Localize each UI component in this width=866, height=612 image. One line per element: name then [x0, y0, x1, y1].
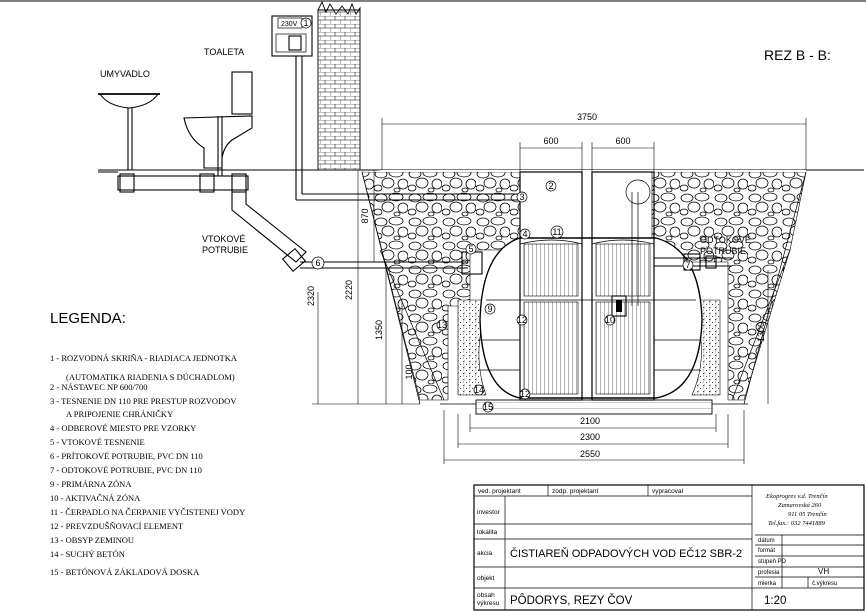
tb-akcia: akcia	[477, 550, 493, 557]
dim-total-top: 3750	[577, 112, 597, 122]
marker-13: 13	[437, 320, 447, 330]
wastewater-tank	[478, 171, 703, 401]
legend-item: (AUTOMATIKA RIADENIA S DÚCHADLOM)	[66, 372, 235, 382]
callout-markers: 2 3 4 5 6 7 9 10 11 12 13 14 15 12	[311, 180, 694, 413]
dim-neck-right: 600	[615, 136, 630, 146]
marker-5: 5	[468, 244, 473, 254]
tb-c-vykresu: č.výkresu	[812, 581, 837, 587]
legend-item: 13 - OBSYP ZEMINOU	[50, 535, 134, 545]
tb-obsah: obsah	[477, 592, 495, 599]
outlet-pipe-label-2: POTRUBIE	[700, 246, 746, 256]
legend-item: 11 - ČERPADLO NA ČERPANIE VYČISTENEJ VOD…	[50, 507, 245, 517]
marker-7: 7	[685, 260, 690, 270]
marker-12: 12	[517, 315, 527, 325]
legend-item: 7 - ODTOKOVÉ POTRUBIE, PVC DN 110	[50, 465, 202, 475]
brick-wall	[317, 0, 361, 171]
tb-objekt: objekt	[477, 575, 495, 582]
neck-dimensions	[519, 142, 655, 172]
marker-9: 9	[487, 304, 492, 314]
legend-item: 15 - BETÓNOVÁ ZÁKLADOVÁ DOSKA	[50, 567, 200, 577]
tb-lokalita: lokalita	[477, 529, 498, 536]
inlet-pipe-label-1: VTOKOVÉ	[202, 234, 245, 244]
tb-company-2: Zamarovská 260	[778, 502, 822, 509]
tb-company-1: Ekoprogres v.d. Trenčín	[765, 493, 828, 500]
tb-profesia-value: VH	[818, 567, 829, 576]
marker-6: 6	[315, 258, 320, 268]
tb-scale: 1:20	[764, 595, 786, 607]
tb-profesia: profesia	[758, 570, 780, 576]
tb-zodp-projektant: zodp. projektant	[552, 488, 598, 495]
legend-item: 4 - ODBEROVÉ MIESTO PRE VZORKY	[50, 423, 196, 433]
marker-12b: 12	[520, 389, 530, 399]
dim-2220: 2220	[344, 280, 354, 300]
dim-2100: 2100	[580, 416, 600, 426]
excavation-slopes	[361, 171, 807, 405]
dim-neck-left: 600	[543, 136, 558, 146]
marker-14: 14	[474, 385, 484, 395]
marker-10: 10	[605, 315, 615, 325]
legend-item: 14 - SUCHÝ BETÓN	[50, 549, 125, 559]
legend-item: A PRIPOJENIE CHRÁNIČKY	[66, 409, 173, 419]
vertical-dimension-lines	[312, 170, 769, 405]
panel-voltage: 230V	[281, 21, 298, 28]
tb-company-4: Tel.fax.: 032 7441889	[768, 520, 826, 527]
inlet-pipe-label-2: POTRUBIE	[202, 245, 248, 255]
washbasin-label: UMYVADLO	[100, 69, 150, 79]
legend-item: 5 - VTOKOVÉ TESNENIE	[50, 437, 145, 447]
tb-ved-projektant: ved. projektant	[478, 488, 521, 495]
legend-item: 12 - PREVZDUŠŇOVACÍ ELEMENT	[50, 521, 184, 531]
tb-format: formát	[758, 548, 775, 554]
tb-company-3: 911 05 Trenčín	[788, 511, 827, 518]
legend-item: 9 - PRIMÁRNA ZÓNA	[50, 479, 132, 489]
toilet-label: TOALETA	[204, 47, 244, 57]
marker-11: 11	[552, 227, 561, 237]
dim-1350: 1350	[374, 320, 384, 340]
cable-conduit	[295, 56, 520, 201]
marker-1: 1	[303, 18, 308, 28]
tb-project-title: ČISTIAREŇ ODPADOVÝCH VOD EČ12 SBR-2	[510, 547, 742, 560]
marker-15: 15	[483, 402, 493, 412]
tb-datum: dátum	[758, 538, 775, 544]
marker-4: 4	[522, 229, 527, 239]
marker-3: 3	[519, 192, 524, 202]
dim-1300: 1300	[756, 322, 766, 342]
tb-investor: investor	[477, 509, 501, 516]
legend-item: 3 - TESNENIE DN 110 PRE PRESTUP ROZVODOV	[50, 396, 237, 406]
tb-vykresu: výkresu	[477, 600, 500, 607]
legend-item: 1 - ROZVODNÁ SKRIŇA - RIADIACA JEDNOTKA	[50, 353, 238, 363]
concrete-base-slab	[475, 399, 713, 415]
control-box: 1	[271, 15, 313, 57]
sewer-pipe	[98, 116, 468, 273]
washbasin	[98, 93, 160, 170]
tb-drawing-title: PÔDORYS, REZY ČOV	[510, 594, 633, 607]
dim-2300: 2300	[580, 432, 600, 442]
dim-2320: 2320	[306, 286, 316, 306]
bottom-dimension-lines	[443, 410, 745, 464]
legend-title: LEGENDA:	[50, 310, 126, 327]
title-block	[473, 484, 865, 611]
legend-list: 1 - ROZVODNÁ SKRIŇA - RIADIACA JEDNOTKA …	[50, 353, 245, 577]
tb-mierka: mierka	[758, 581, 777, 587]
tb-vypracoval: vypracoval	[652, 488, 684, 495]
legend-item: 10 - AKTIVAČNÁ ZÓNA	[50, 493, 141, 503]
dim-top-line	[381, 118, 807, 170]
dim-870: 870	[360, 208, 370, 223]
legend-item: 2 - NÁSTAVEC NP 600/700	[50, 382, 148, 392]
legend-item: 6 - PRÍTOKOVÉ POTRUBIE, PVC DN 110	[50, 451, 203, 461]
marker-2: 2	[548, 181, 553, 191]
dim-2550: 2550	[580, 449, 600, 459]
section-title: REZ B - B:	[764, 47, 831, 63]
outlet-pipe-label-1: ODTOKOVÉ	[700, 235, 751, 245]
tb-stupen: stupeň PD	[758, 559, 787, 565]
dim-100: 100	[404, 364, 414, 379]
